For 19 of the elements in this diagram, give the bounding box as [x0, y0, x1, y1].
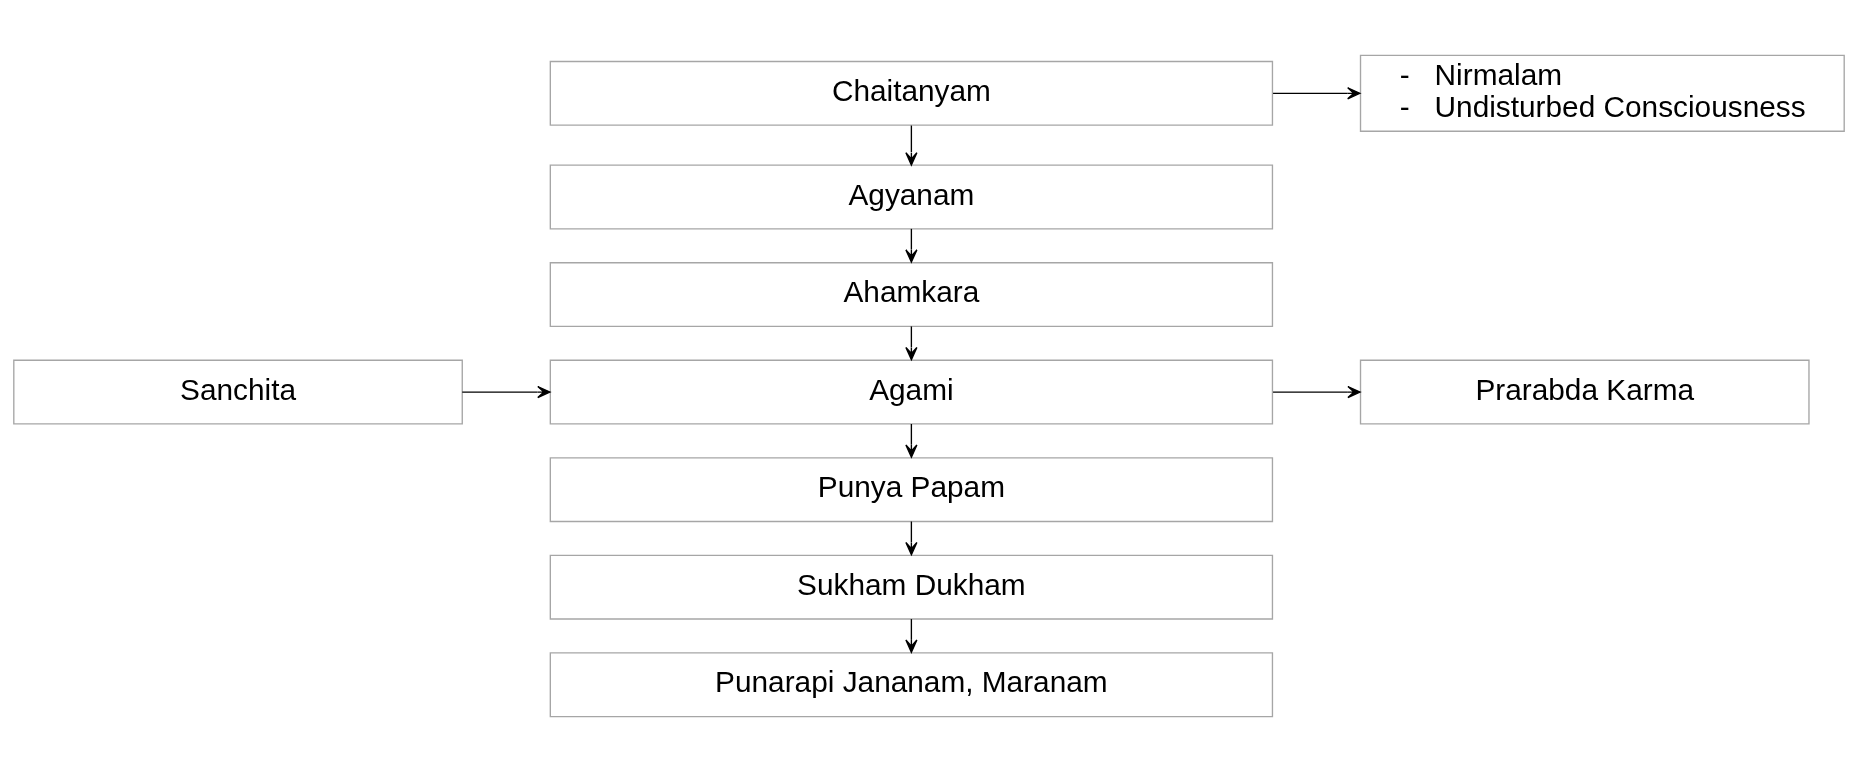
arrow — [905, 520, 918, 556]
arrow — [461, 385, 551, 399]
arrow — [905, 423, 918, 458]
arrow — [905, 124, 918, 166]
node-box: Agyanam — [549, 164, 1274, 230]
node-box: - Nirmalam - Undisturbed Consciousness — [1359, 54, 1845, 132]
node-box: Sanchita — [13, 359, 463, 425]
arrow — [905, 618, 918, 653]
arrow — [1272, 87, 1361, 100]
node-box: Prarabda Karma — [1359, 359, 1810, 425]
node-box: Agami — [549, 359, 1274, 425]
node-box: Punarapi Jananam, Maranam — [549, 652, 1274, 718]
node-box: Chaitanyam — [549, 60, 1274, 126]
arrow — [1272, 385, 1361, 399]
arrow — [905, 228, 918, 263]
node-box: Sukham Dukham — [549, 554, 1274, 620]
node-box: Ahamkara — [549, 262, 1274, 328]
node-box: Punya Papam — [549, 457, 1274, 523]
arrow — [905, 325, 918, 361]
